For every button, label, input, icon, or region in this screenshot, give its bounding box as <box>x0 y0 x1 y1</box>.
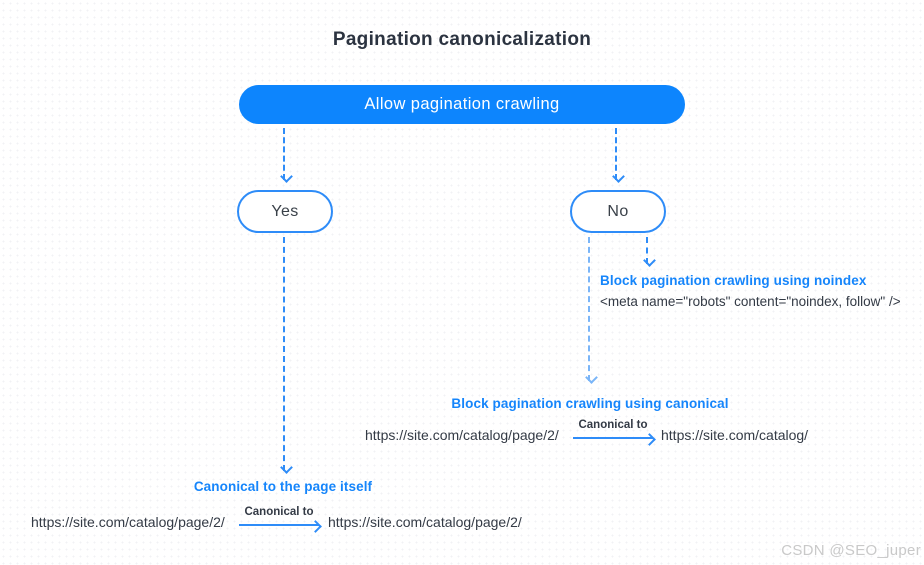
url-no-canonical-to: https://site.com/catalog/ <box>661 427 809 443</box>
node-allow-pagination-crawling[interactable]: Allow pagination crawling <box>239 85 685 124</box>
meta-robots-code: <meta name="robots" content="noindex, fo… <box>600 294 901 309</box>
diagram-title: Pagination canonicalization <box>332 29 592 50</box>
dashed-arrow-root-to-yes <box>283 128 285 180</box>
url-no-canonical-from: https://site.com/catalog/page/2/ <box>365 427 559 443</box>
dashed-arrow-yes-to-canonical <box>283 237 285 471</box>
node-yes[interactable]: Yes <box>237 190 333 233</box>
canonical-to-label-yes: Canonical to <box>244 506 314 518</box>
canonical-to-label-no: Canonical to <box>578 419 648 431</box>
url-yes-canonical-from: https://site.com/catalog/page/2/ <box>31 514 225 530</box>
heading-block-crawling-noindex: Block pagination crawling using noindex <box>600 273 867 288</box>
heading-canonical-page-itself: Canonical to the page itself <box>193 479 373 494</box>
solid-arrow-no-canonical <box>573 437 653 439</box>
heading-block-crawling-canonical: Block pagination crawling using canonica… <box>451 396 729 411</box>
csdn-watermark: CSDN @SEO_juper <box>781 542 921 559</box>
url-yes-canonical-to: https://site.com/catalog/page/2/ <box>328 514 522 530</box>
dashed-arrow-no-to-canonical <box>588 237 590 381</box>
node-no[interactable]: No <box>570 190 666 233</box>
dashed-arrow-no-to-noindex <box>646 237 648 264</box>
solid-arrow-yes-canonical <box>239 524 319 526</box>
dashed-arrow-root-to-no <box>615 128 617 180</box>
